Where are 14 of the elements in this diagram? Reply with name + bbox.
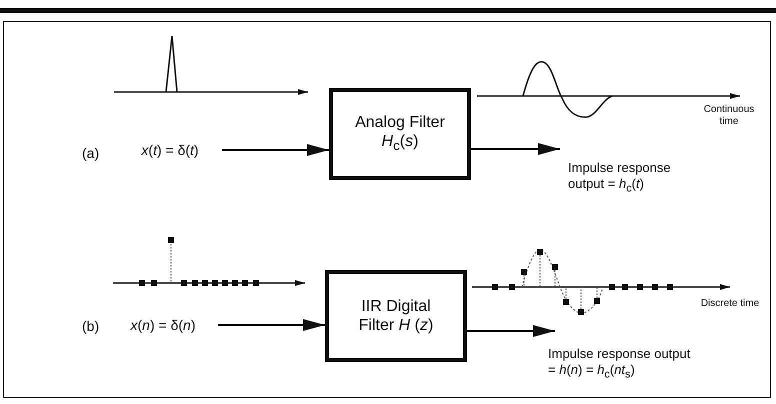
output-label: Impulse response output = h(n) = h$_{c}$(nt$_{s}$) [548, 346, 698, 380]
input-signal-label: x(n) = δ(n) [118, 315, 208, 335]
panel-label: (b) [82, 318, 100, 335]
arrow [467, 325, 555, 337]
axis-label: Discrete time [700, 298, 760, 310]
input-signal-label: x(t) = δ(t) [128, 140, 212, 160]
arrow [471, 143, 560, 155]
filter-box: IIR Digital Filter H (z) [325, 270, 467, 362]
panel-label: (a) [82, 145, 100, 162]
filter-box: Analog Filter H$_{c}$(s) [329, 88, 471, 180]
arrow [222, 144, 329, 156]
arrow [218, 319, 325, 331]
output-label: Impulse response output = h$_{c}$(t) [568, 160, 693, 194]
axis-label: Continuous time [702, 104, 756, 128]
